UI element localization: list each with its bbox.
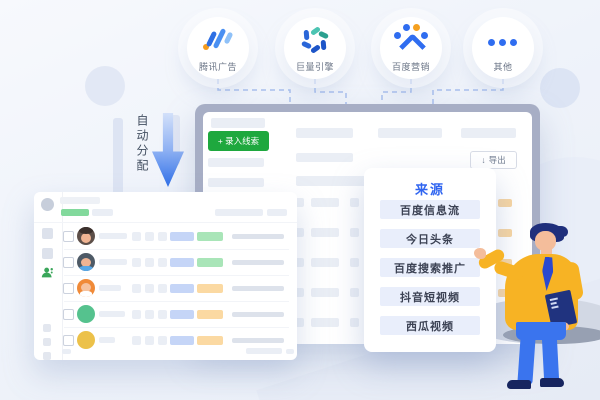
row-avatar: [77, 279, 95, 297]
person-right-shoe: [540, 378, 564, 387]
filter-placeholder: [296, 153, 353, 162]
source-item-baidu-search[interactable]: 百度搜索推广: [380, 258, 480, 277]
bg-circle-top-right: [540, 68, 580, 108]
card-filter-active[interactable]: [61, 209, 89, 216]
platform-label: 巨量引擎: [295, 63, 334, 73]
row-status-orange: [197, 310, 223, 319]
row-tag-blue: [170, 336, 194, 345]
card-search-placeholder[interactable]: [215, 209, 263, 216]
person-hips: [516, 322, 566, 340]
assign-user-icon[interactable]: [41, 266, 54, 279]
row-avatar: [77, 253, 95, 271]
row-status-orange: [197, 284, 223, 293]
pagination-placeholder[interactable]: [286, 349, 294, 354]
card-filter[interactable]: [92, 209, 113, 216]
card-action-placeholder[interactable]: [267, 209, 287, 216]
download-icon: ↓: [481, 155, 486, 165]
platform-ocean-engine[interactable]: 巨量引擎: [284, 17, 346, 79]
table-header-bar: [296, 176, 406, 186]
row-avatar: [77, 227, 95, 245]
side-menu-item: [208, 158, 264, 167]
person-right-leg: [541, 335, 560, 383]
platform-label: 其他: [493, 63, 513, 73]
row-avatar: [77, 331, 95, 349]
source-item-douyin[interactable]: 抖音短视频: [380, 287, 480, 306]
header-placeholder: [296, 128, 353, 138]
row-checkbox[interactable]: [63, 309, 74, 320]
person-left-shoe: [507, 380, 531, 389]
ellipsis-logo-icon: [488, 39, 518, 47]
person-hair-swoosh: [556, 226, 568, 237]
header-placeholder: [378, 128, 442, 138]
sidebar-avatar[interactable]: [41, 198, 54, 211]
person-neck: [541, 248, 552, 258]
row-checkbox[interactable]: [63, 257, 74, 268]
baidu-marketing-logo-icon: [394, 23, 428, 60]
source-item-xigua[interactable]: 西瓜视频: [380, 316, 480, 335]
auto-assign-label: 自动分配: [135, 114, 149, 174]
tencent-ads-logo-icon: [201, 27, 237, 55]
add-lead-button[interactable]: + 录入线索: [208, 131, 269, 151]
row-checkbox[interactable]: [63, 283, 74, 294]
row-status-orange: [197, 336, 223, 345]
sidebar-icon[interactable]: [42, 248, 53, 259]
pagination-placeholder[interactable]: [62, 349, 71, 354]
row-status-green: [197, 258, 223, 267]
side-menu-item: [208, 178, 264, 187]
source-item-baidu-feed[interactable]: 百度信息流: [380, 200, 480, 219]
row-avatar: [77, 305, 95, 323]
dashboard-title-placeholder: [211, 118, 265, 128]
platform-label: 腾讯广告: [198, 63, 237, 73]
source-panel: 来源 百度信息流 今日头条 百度搜索推广 抖音短视频 西瓜视频: [364, 168, 496, 352]
row-checkbox[interactable]: [63, 231, 74, 242]
export-button[interactable]: ↓导出: [470, 151, 517, 169]
sidebar-icon[interactable]: [43, 352, 51, 360]
lead-list-card: [34, 192, 297, 360]
card-title-placeholder: [60, 197, 100, 204]
pagination-placeholder[interactable]: [246, 348, 282, 354]
bg-circle-left: [85, 66, 125, 106]
sidebar-icon[interactable]: [42, 228, 53, 239]
header-placeholder: [461, 128, 516, 138]
platform-tencent-ads[interactable]: 腾讯广告: [187, 17, 249, 79]
platform-label: 百度营销: [391, 63, 430, 73]
row-tag-blue: [170, 232, 194, 241]
platform-baidu-marketing[interactable]: 百度营销: [380, 17, 442, 79]
row-checkbox[interactable]: [63, 335, 74, 346]
row-tag-blue: [170, 258, 194, 267]
bg-bar-1: [113, 118, 123, 210]
row-status-green: [197, 232, 223, 241]
person-face: [535, 231, 556, 251]
card-sidebar: [34, 192, 63, 360]
sidebar-icon[interactable]: [43, 324, 51, 332]
ocean-engine-logo-icon: [300, 26, 330, 54]
platform-other[interactable]: 其他: [472, 17, 534, 79]
person-hand-open: [474, 248, 486, 259]
source-panel-title: 来源: [414, 183, 445, 198]
row-tag-blue: [170, 284, 194, 293]
sidebar-icon[interactable]: [43, 338, 51, 346]
source-item-toutiao[interactable]: 今日头条: [380, 229, 480, 248]
row-tag-blue: [170, 310, 194, 319]
